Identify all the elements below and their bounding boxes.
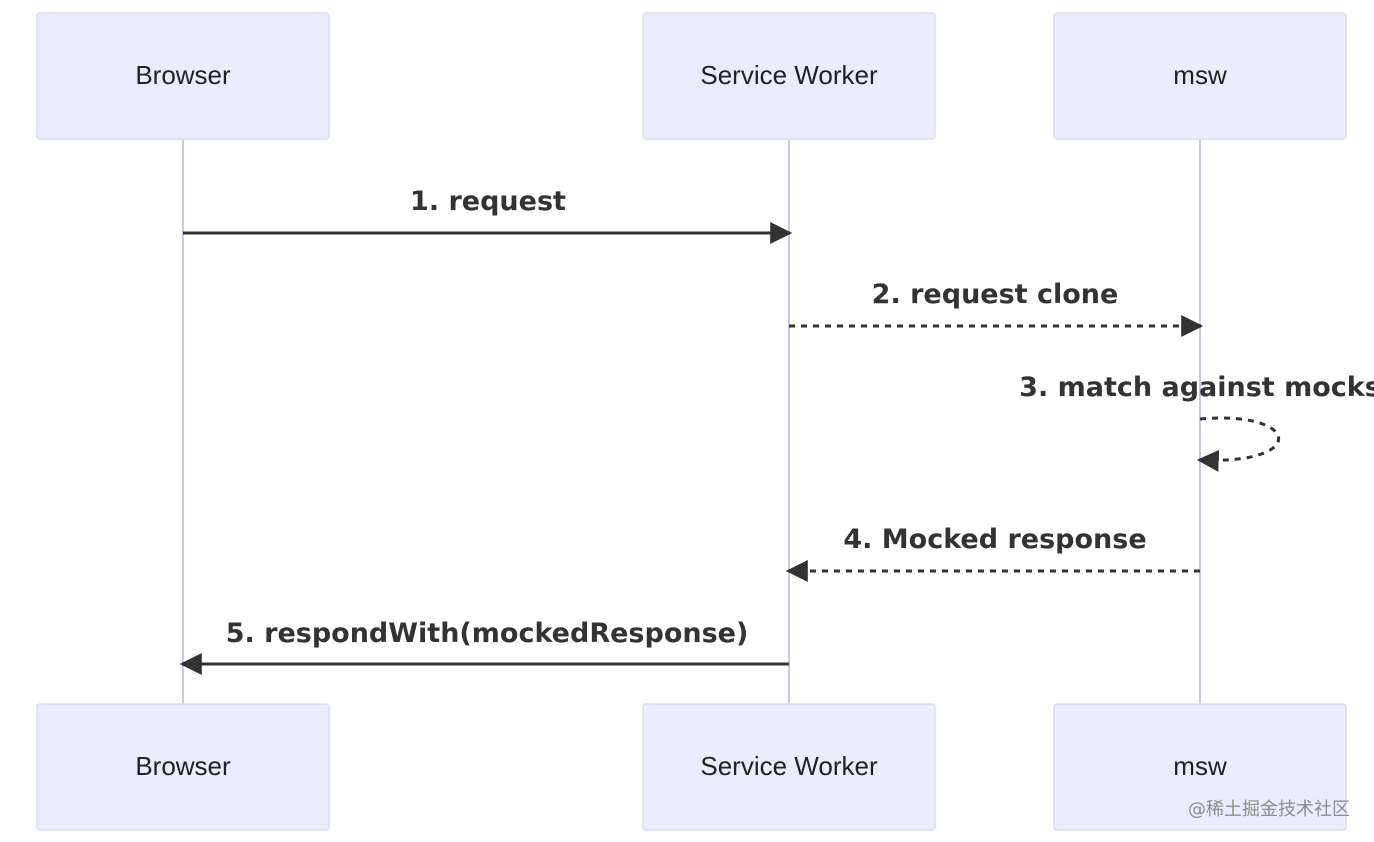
actor-top-msw-label: msw <box>1173 60 1227 90</box>
watermark-text: @稀土掘金技术社区 <box>1188 799 1350 820</box>
message-5: 5. respondWith(mockedResponse) <box>179 618 789 675</box>
actor-top-service-worker-label: Service Worker <box>700 60 878 90</box>
actor-bottom-browser: Browser <box>36 703 330 831</box>
message-1: 1. request <box>183 186 793 244</box>
actor-bottom-service-worker: Service Worker <box>642 703 936 831</box>
message-1-label: 1. request <box>410 186 566 217</box>
message-2-label: 2. request clone <box>872 279 1119 310</box>
actor-top-msw: msw <box>1053 12 1347 140</box>
message-4: 4. Mocked response <box>785 524 1200 582</box>
message-2: 2. request clone <box>789 279 1204 337</box>
message-4-label: 4. Mocked response <box>843 524 1146 555</box>
message-3-arrow <box>1196 416 1281 472</box>
actor-bottom-service-worker-label: Service Worker <box>700 751 878 781</box>
actor-bottom-browser-label: Browser <box>135 751 231 781</box>
actor-top-browser-label: Browser <box>135 60 231 90</box>
actor-bottom-msw-label: msw <box>1173 751 1227 781</box>
message-3-label: 3. match against mocks <box>1019 372 1374 403</box>
actor-bottom-msw: msw <box>1053 703 1347 831</box>
message-3: 3. match against mocks <box>1019 372 1374 472</box>
actor-top-browser: Browser <box>36 12 330 140</box>
message-5-label: 5. respondWith(mockedResponse) <box>226 618 749 649</box>
actor-top-service-worker: Service Worker <box>642 12 936 140</box>
